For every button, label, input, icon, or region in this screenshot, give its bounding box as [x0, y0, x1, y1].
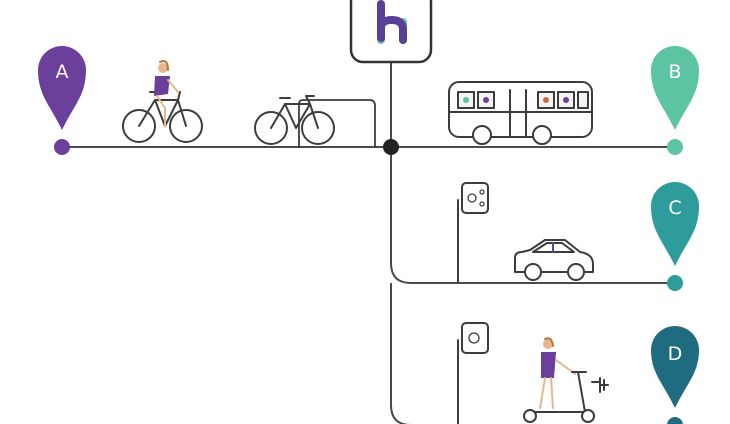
pin-label-b: B: [668, 61, 681, 83]
location-pin-c[interactable]: C: [651, 182, 699, 291]
location-pin-b[interactable]: B: [651, 46, 699, 155]
bus-icon: [448, 81, 593, 145]
pin-label-c: C: [668, 197, 681, 219]
scooter-rider-icon: [523, 337, 609, 423]
route-line-d: [390, 283, 675, 424]
location-pin-d[interactable]: D: [651, 326, 699, 424]
location-pin-a[interactable]: A: [38, 46, 86, 155]
pin-label-d: D: [668, 343, 683, 365]
car-share-sign: [457, 182, 489, 284]
pin-label-a: A: [56, 61, 69, 83]
scooter-share-sign: [457, 322, 489, 424]
cyclist-icon: [122, 60, 203, 143]
hub-junction: [383, 139, 399, 155]
route-line-c: [390, 147, 675, 284]
hub-logo[interactable]: [349, 0, 433, 64]
car-icon: [514, 239, 594, 281]
bike-rack-icon: [254, 95, 376, 148]
